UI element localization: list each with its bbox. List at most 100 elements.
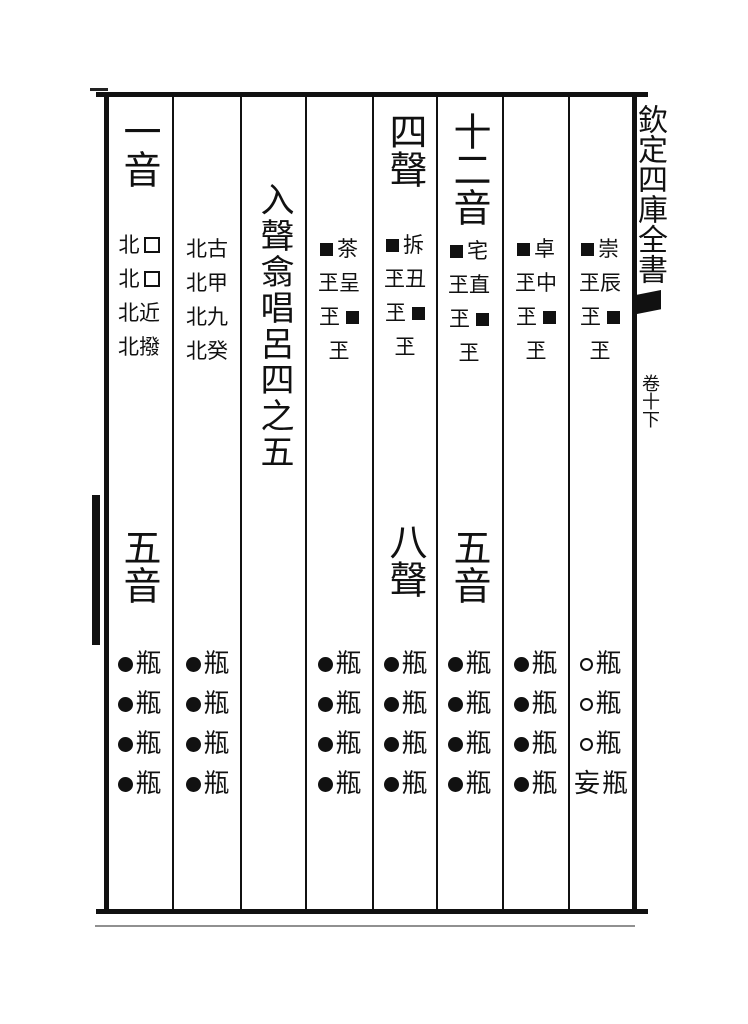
filled-circle-mark [514, 736, 530, 752]
row-3: 玊 [516, 300, 556, 334]
filled-circle-mark [118, 696, 134, 712]
column-rule [104, 97, 109, 909]
row-2: 玊辰 [579, 270, 621, 295]
open-circle-mark [580, 657, 594, 671]
square-mark [320, 242, 333, 256]
row-4: 瓶 [514, 764, 558, 804]
row-4: 玊 [458, 340, 480, 365]
row-2: 瓶 [384, 684, 428, 724]
column-7-top: 北古 北甲 北九 北癸 [178, 232, 236, 368]
row-2: 瓶 [514, 684, 558, 724]
filled-circle-mark [448, 736, 464, 752]
row-1: 宅 [450, 234, 488, 268]
column-rule [240, 97, 242, 909]
row-1: 瓶 [514, 644, 558, 684]
row-1: 瓶 [384, 644, 428, 684]
filled-circle-mark [384, 696, 400, 712]
row-3: 瓶 [514, 724, 558, 764]
row-3: 玊 [319, 300, 359, 334]
row-3: 瓶 [448, 724, 492, 764]
blank-box [143, 237, 160, 253]
volume-label: 卷十下 [639, 374, 660, 428]
row-2: 玊丑 [384, 266, 426, 291]
filled-circle-mark [118, 776, 134, 792]
column-3-bottom: 瓶 瓶 瓶 瓶 [440, 644, 500, 804]
column-heading: 五音 [447, 528, 491, 604]
book-title: 欽定四庫全書 [632, 104, 667, 284]
column-heading: 十二音 [447, 112, 491, 226]
row-1: 茶 [320, 232, 358, 266]
row-1: 瓶 [186, 644, 230, 684]
row-1: 北 [119, 228, 160, 262]
fish-tail-mark [637, 290, 661, 314]
filled-circle-mark [318, 656, 334, 672]
row-4: 瓶 [186, 764, 230, 804]
row-2: 北甲 [186, 270, 228, 295]
row-4: 妄瓶 [573, 769, 629, 799]
row-4: 玊 [525, 338, 547, 363]
row-4: 北癸 [186, 338, 228, 363]
open-circle-mark [580, 737, 594, 751]
row-2: 玊呈 [318, 270, 360, 295]
column-8-top: 一音 北 北 北近 北撥 [110, 112, 168, 364]
row-1: 瓶 [448, 644, 492, 684]
row-4: 玊 [328, 338, 350, 363]
row-3: 瓶 [118, 724, 162, 764]
column-rule [305, 97, 307, 909]
column-heading: 四聲 [383, 112, 427, 188]
square-mark [543, 310, 556, 324]
row-4: 瓶 [318, 764, 362, 804]
square-mark [412, 306, 425, 320]
square-mark [450, 244, 463, 258]
column-4-bottom-heading: 八聲 [376, 522, 434, 598]
filled-circle-mark [118, 656, 134, 672]
page-frame [96, 92, 648, 914]
row-3: 玊 [580, 300, 620, 334]
row-1: 拆 [386, 228, 424, 262]
print-noise [90, 88, 108, 91]
column-8-bottom: 瓶 瓶 瓶 瓶 [110, 644, 170, 804]
filled-circle-mark [118, 736, 134, 752]
filled-circle-mark [186, 696, 202, 712]
square-mark [607, 310, 620, 324]
row-3: 玊 [385, 296, 425, 330]
filled-circle-mark [514, 776, 530, 792]
filled-circle-mark [514, 656, 530, 672]
square-mark [476, 312, 489, 326]
blank-box [143, 271, 160, 287]
column-rule [436, 97, 438, 909]
row-3: 玊 [449, 302, 489, 336]
column-4-top: 四聲 拆 玊丑 玊 玊 [376, 112, 434, 364]
column-8-bottom-heading: 五音 [110, 528, 168, 604]
column-rule [568, 97, 570, 909]
filled-circle-mark [448, 656, 464, 672]
row-4: 玊 [589, 338, 611, 363]
row-3: 瓶 [580, 724, 622, 764]
square-mark [386, 238, 399, 252]
row-1: 瓶 [118, 644, 162, 684]
row-2: 瓶 [118, 684, 162, 724]
column-5-top: 茶 玊呈 玊 玊 [310, 232, 368, 368]
title-column: 入聲翕唱呂四之五 [246, 182, 302, 470]
column-heading: 八聲 [383, 522, 427, 598]
column-2-top: 卓 玊中 玊 玊 [508, 232, 564, 368]
row-2: 北 [119, 262, 160, 296]
column-3-bottom-heading: 五音 [440, 528, 498, 604]
filled-circle-mark [318, 776, 334, 792]
row-3: 北九 [186, 304, 228, 329]
column-rule [502, 97, 504, 909]
column-3-top: 十二音 宅 玊直 玊 玊 [440, 112, 498, 370]
column-rule [172, 97, 174, 909]
column-heading: 五音 [117, 528, 161, 604]
filled-circle-mark [318, 736, 334, 752]
filled-circle-mark [514, 696, 530, 712]
binding-edge-mark [92, 495, 100, 645]
column-1-bottom: 瓶 瓶 瓶 妄瓶 [572, 644, 630, 804]
row-4: 瓶 [118, 764, 162, 804]
row-4: 瓶 [448, 764, 492, 804]
row-2: 瓶 [318, 684, 362, 724]
filled-circle-mark [186, 656, 202, 672]
column-2-bottom: 瓶 瓶 瓶 瓶 [506, 644, 566, 804]
filled-circle-mark [448, 776, 464, 792]
row-2: 瓶 [448, 684, 492, 724]
